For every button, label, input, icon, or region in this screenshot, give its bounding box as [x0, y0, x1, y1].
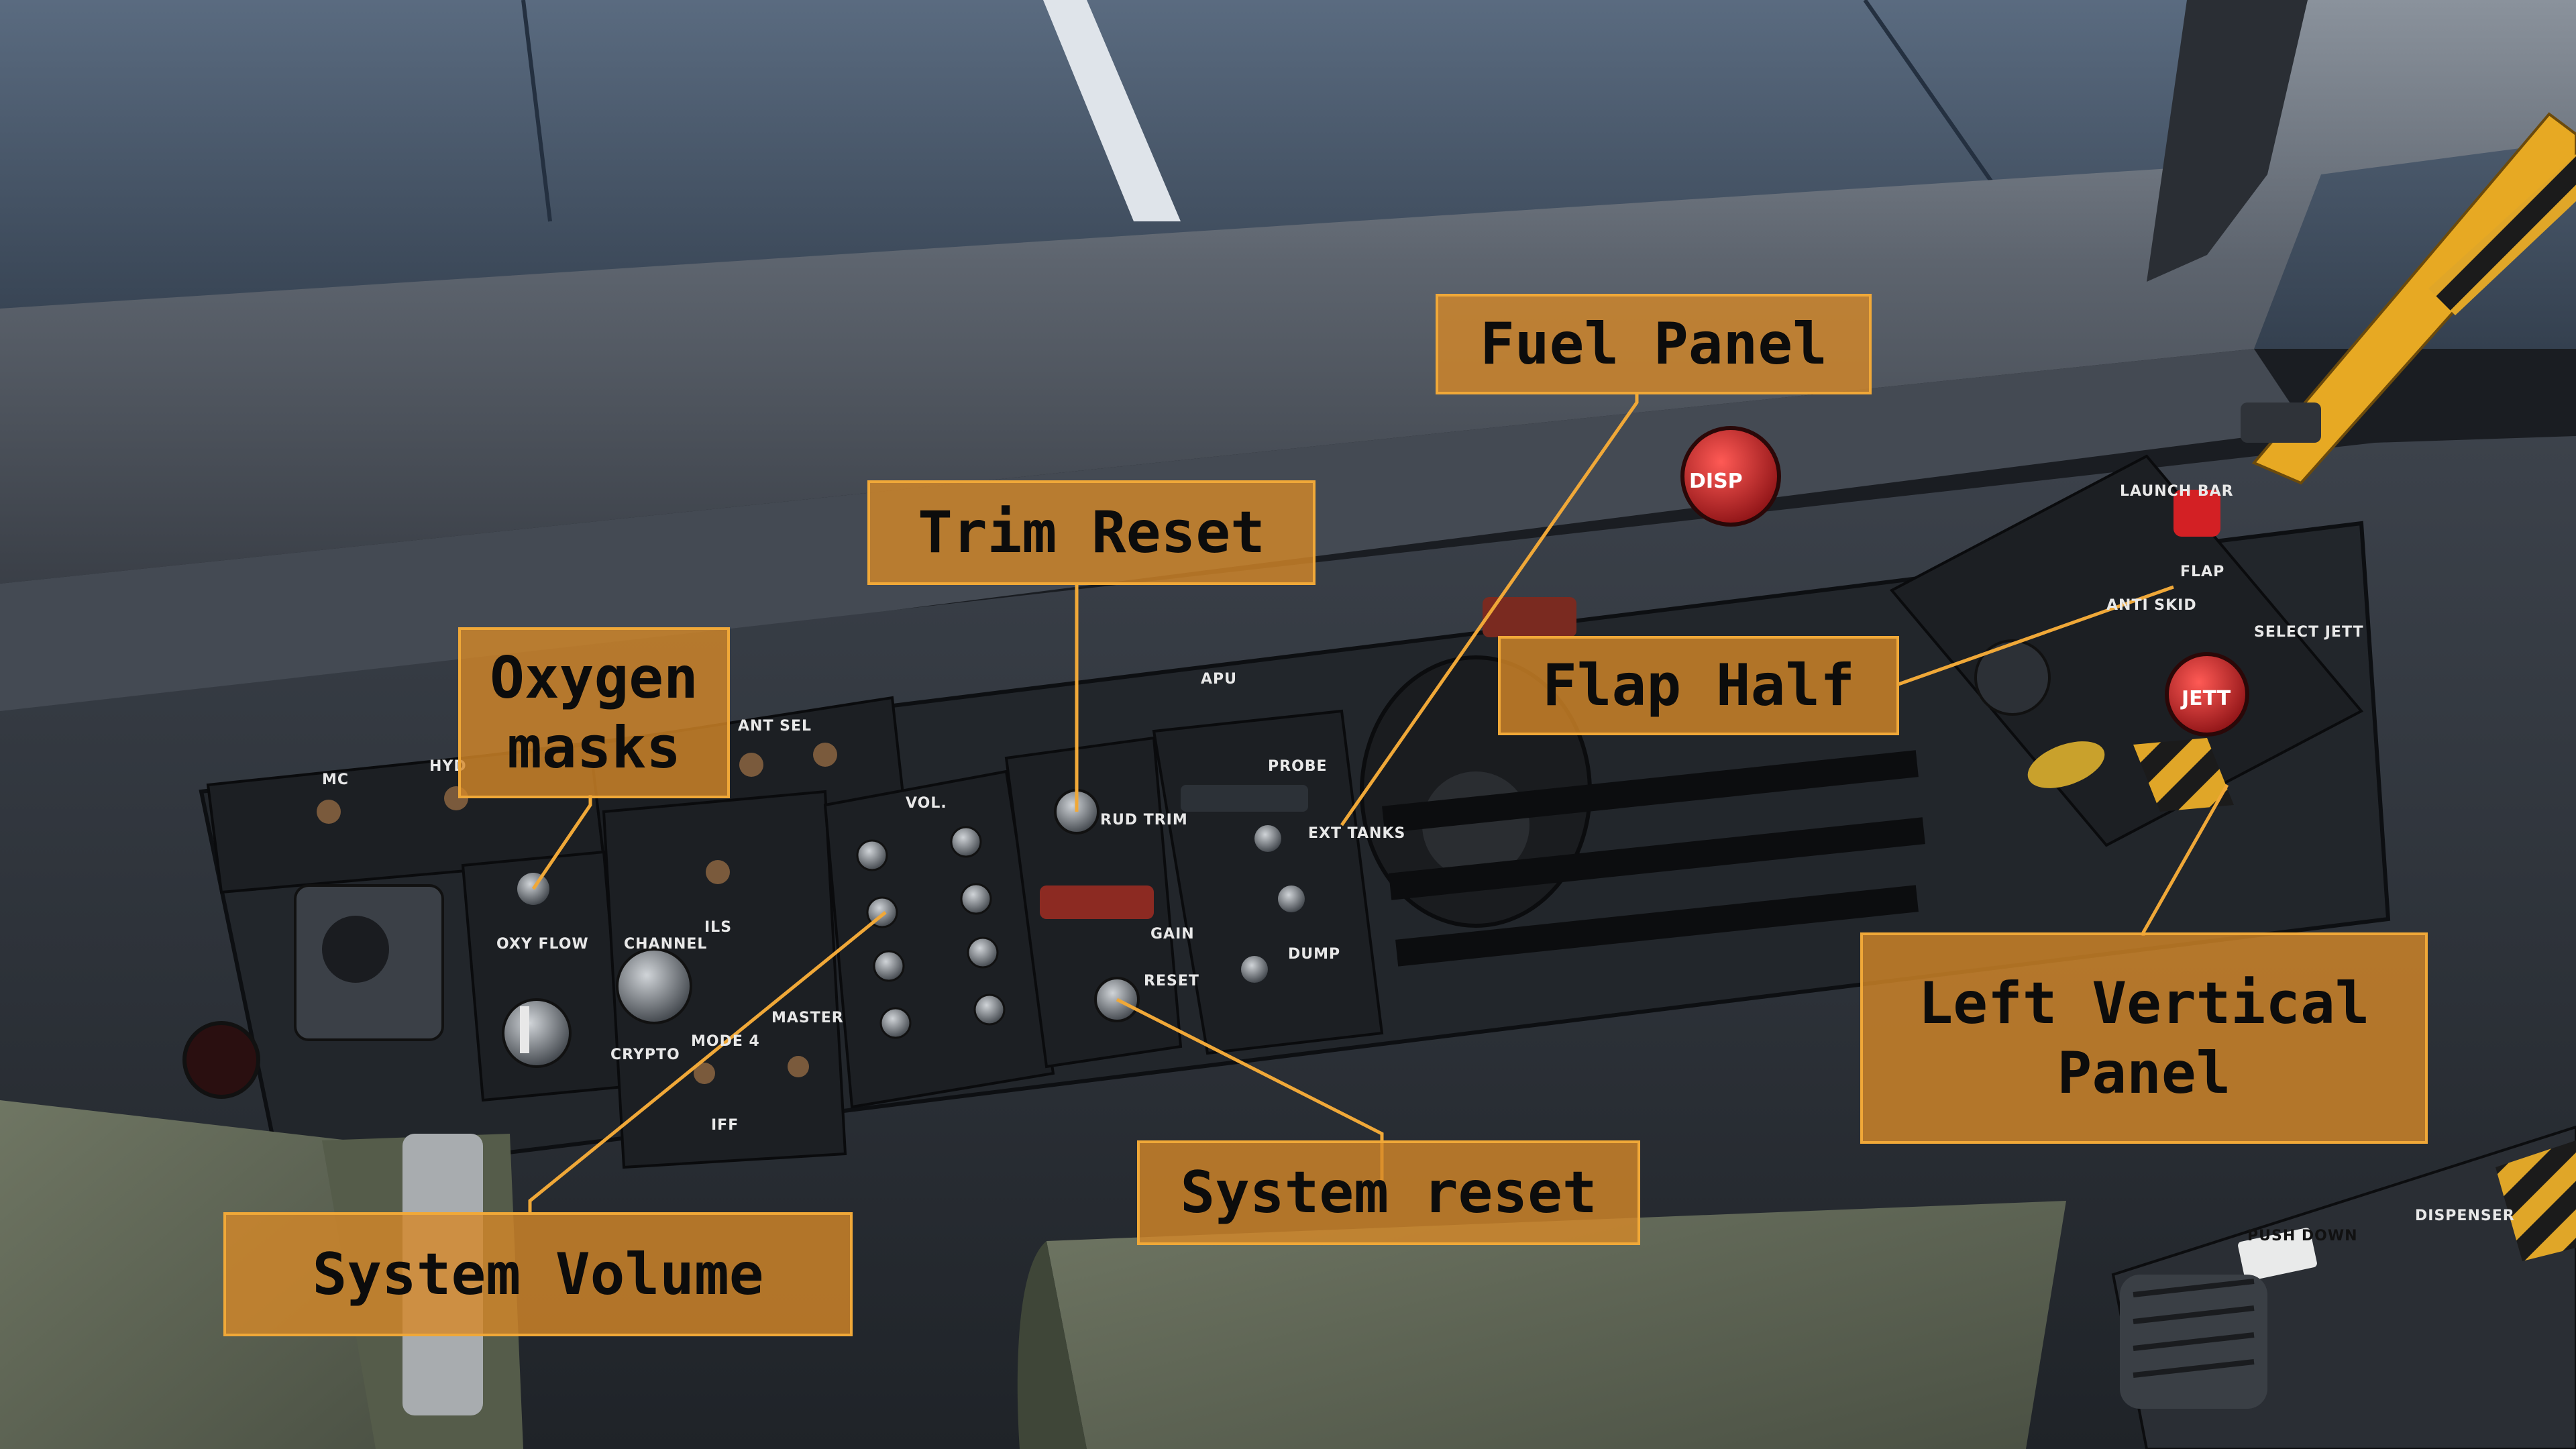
callout-flap-half: Flap Half	[1498, 636, 1899, 735]
label-rud-trim: RUD TRIM	[1100, 812, 1188, 828]
callout-system-reset: System reset	[1137, 1140, 1640, 1245]
label-probe: PROBE	[1268, 758, 1328, 775]
label-master: MASTER	[771, 1010, 844, 1026]
jett-button-label: JETT	[2182, 687, 2231, 710]
disp-button	[1680, 426, 1781, 527]
label-gain: GAIN	[1150, 926, 1195, 943]
label-mode4: MODE 4	[691, 1033, 760, 1050]
left-vertical-panel-plate	[1889, 454, 2364, 847]
label-ant-sel: ANT SEL	[738, 718, 812, 735]
jett-button	[2165, 652, 2249, 737]
label-mc: MC	[322, 771, 350, 788]
label-launch-bar: LAUNCH BAR	[2120, 483, 2234, 500]
label-crypto: CRYPTO	[610, 1046, 680, 1063]
callout-system-volume: System Volume	[223, 1212, 853, 1336]
label-oxy-flow: OXY FLOW	[496, 936, 589, 953]
callout-fuel-panel: Fuel Panel	[1436, 294, 1872, 394]
label-dispenser: DISPENSER	[2415, 1208, 2515, 1224]
callout-left-vertical-panel: Left Vertical Panel	[1860, 932, 2428, 1144]
callout-oxygen-masks: Oxygen masks	[458, 627, 730, 798]
label-apu: APU	[1201, 671, 1238, 688]
callout-trim-reset: Trim Reset	[867, 480, 1316, 585]
label-ext-tanks: EXT TANKS	[1308, 825, 1406, 842]
throttle-slots	[1382, 750, 1925, 967]
label-vol: VOL.	[906, 795, 947, 812]
ils-iff-panel	[602, 790, 847, 1169]
label-anti-skid: ANTI SKID	[2106, 597, 2197, 614]
label-flap: FLAP	[2180, 564, 2225, 580]
seat-pad	[1046, 1201, 2066, 1449]
label-push-down: PUSH DOWN	[2247, 1228, 2358, 1244]
label-dump: DUMP	[1288, 946, 1341, 963]
flap-handle	[2174, 490, 2220, 537]
label-channel: CHANNEL	[624, 936, 708, 953]
label-select-jett: SELECT JETT	[2254, 624, 2364, 641]
launch-bar-lever	[2251, 112, 2576, 485]
seat-cushion	[0, 1100, 429, 1449]
runway-stripe	[1043, 0, 1181, 221]
label-reset: RESET	[1144, 973, 1199, 989]
label-ils: ILS	[704, 919, 733, 936]
label-iff: IFF	[711, 1117, 739, 1134]
canopy-frame-right	[2147, 0, 2308, 282]
canopy-rail	[0, 0, 2576, 584]
gain-switch-cover	[1040, 885, 1154, 919]
disp-button-label: DISP	[1689, 470, 1743, 493]
